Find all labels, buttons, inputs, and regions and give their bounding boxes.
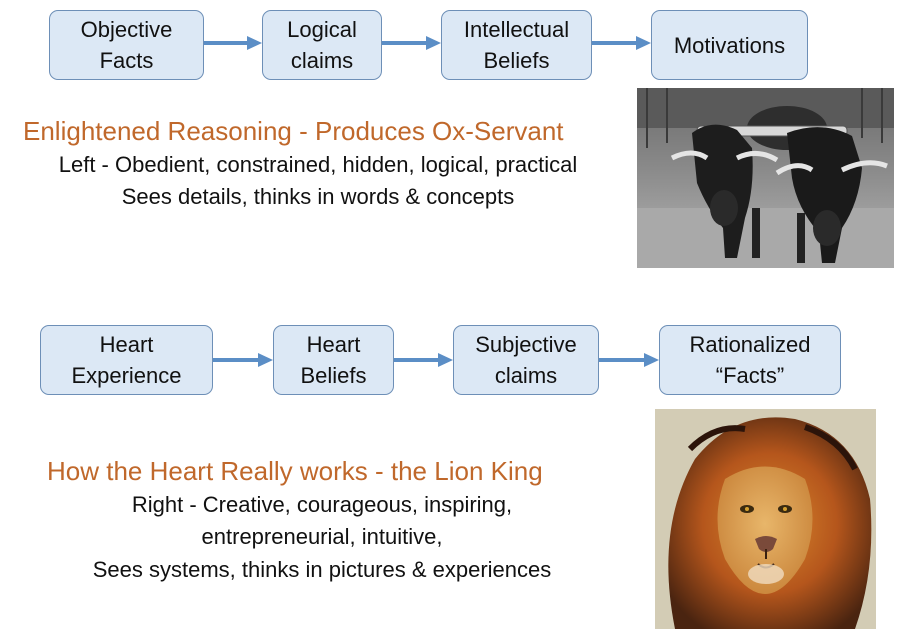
flow-box-rationalized-facts: Rationalized “Facts”: [659, 325, 841, 395]
reasoning-line-1: Left - Obedient, constrained, hidden, lo…: [58, 152, 578, 177]
lion-photo: [655, 409, 876, 629]
flow-arrow: [394, 353, 453, 367]
heart-line-1: Right - Creative, courageous, inspiring,: [131, 492, 513, 517]
ox-team-photo: [637, 88, 894, 268]
flow-box-motivations: Motivations: [651, 10, 808, 80]
flow-arrow: [213, 353, 273, 367]
flow-arrow: [592, 36, 651, 50]
flow-arrow: [382, 36, 441, 50]
flow-box-subjective-claims: Subjective claims: [453, 325, 599, 395]
flow-box-objective-facts: Objective Facts: [49, 10, 204, 80]
flow-arrow: [204, 36, 262, 50]
heart-line-2: entrepreneurial, intuitive,: [201, 524, 443, 549]
reasoning-title: Enlightened Reasoning - Produces Ox-Serv…: [23, 116, 564, 146]
flow-box-heart-beliefs: Heart Beliefs: [273, 325, 394, 395]
heart-title: How the Heart Really works - the Lion Ki…: [47, 456, 543, 486]
flow-box-intellectual-beliefs: Intellectual Beliefs: [441, 10, 592, 80]
reasoning-line-2: Sees details, thinks in words & concepts: [121, 184, 515, 209]
flow-arrow: [599, 353, 659, 367]
heart-line-3: Sees systems, thinks in pictures & exper…: [92, 557, 552, 582]
flow-box-heart-experience: Heart Experience: [40, 325, 213, 395]
flow-box-logical-claims: Logical claims: [262, 10, 382, 80]
